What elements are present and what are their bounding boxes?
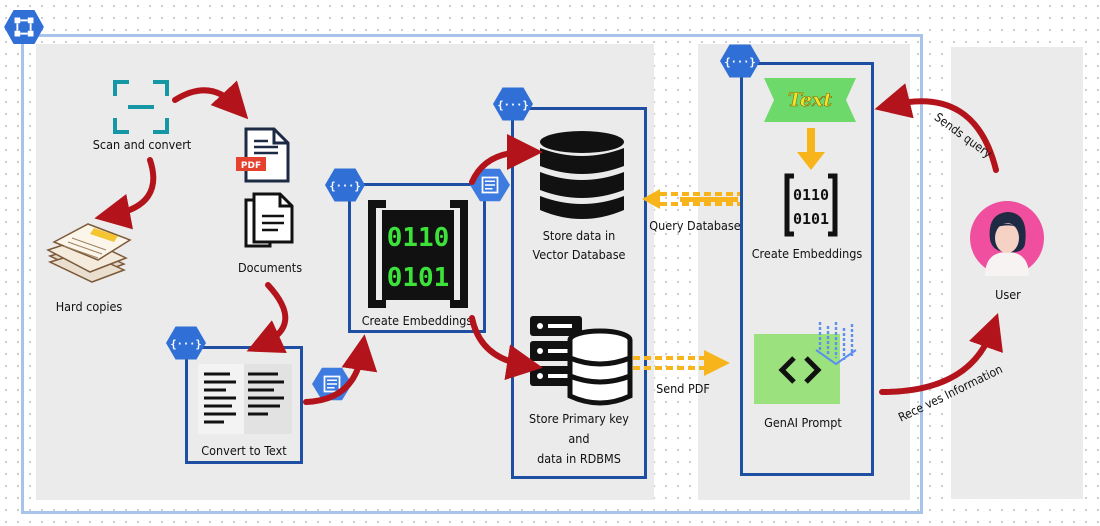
create-embeddings-right-label: Create Embeddings xyxy=(751,246,863,261)
text-banner-label: Text xyxy=(788,89,832,111)
store-vector-label-1: Store data in xyxy=(542,228,616,243)
arrow-scan-to-hardcopies xyxy=(94,157,157,230)
cloud-function-hex-icon: {···} xyxy=(325,168,365,202)
create-embeddings-left-label: Create Embeddings xyxy=(361,313,473,328)
cloud-function-hex-icon: {···} xyxy=(166,326,206,360)
binary-embedding-icon: 0110 0101 xyxy=(368,200,468,308)
hard-copies-label: Hard copies xyxy=(55,299,123,314)
arrow-documents-to-text xyxy=(246,282,289,353)
genai-prompt-icon xyxy=(754,322,857,404)
store-vector-label-2: Vector Database xyxy=(532,247,626,262)
hard-copies-icon xyxy=(46,223,132,283)
binary-bottom-text-right: 0101 xyxy=(793,210,829,228)
database-icon xyxy=(540,131,624,219)
query-database-label: Query Database xyxy=(649,218,741,233)
text-banner-icon: Text xyxy=(764,78,856,122)
text-transfer-hex-icon xyxy=(470,168,510,202)
down-arrow-icon xyxy=(797,128,825,170)
documents-label: Documents xyxy=(237,260,303,275)
store-rdbms-label-1: Store Primary key xyxy=(529,411,629,426)
store-rdbms-label-3: data in RDBMS xyxy=(537,451,621,466)
genai-box xyxy=(740,62,874,476)
convert-to-text-box xyxy=(185,346,303,464)
arrow-genai-to-user xyxy=(879,313,1003,395)
outer-frame xyxy=(21,34,923,514)
user-label: User xyxy=(995,287,1021,302)
cloud-function-hex-icon: {···} xyxy=(720,44,760,78)
workflow-icon xyxy=(4,9,44,45)
storage-box xyxy=(511,107,647,479)
documents-icon xyxy=(244,192,294,248)
binary-top-text: 0110 xyxy=(387,223,450,253)
user-avatar-icon xyxy=(970,201,1044,276)
text-document-icon xyxy=(198,364,292,434)
pipeline-panel-left xyxy=(36,44,654,500)
binary-embedding-icon: 0110 0101 xyxy=(784,173,838,237)
store-rdbms-label-2: and xyxy=(568,431,590,446)
send-pdf-label: Send PDF xyxy=(656,381,710,396)
create-embeddings-box xyxy=(348,183,486,333)
svg-text:{···}: {···} xyxy=(497,99,528,111)
svg-text:{···}: {···} xyxy=(329,180,360,192)
binary-top-text-right: 0110 xyxy=(793,186,829,204)
arrow-text-to-embeddings xyxy=(303,334,378,405)
svg-text:{···}: {···} xyxy=(724,56,755,68)
scan-icon xyxy=(113,80,169,134)
svg-text:{···}: {···} xyxy=(170,338,201,350)
genai-prompt-label: GenAI Prompt xyxy=(764,415,842,430)
binary-bottom-text: 0101 xyxy=(387,263,450,293)
pdf-badge-text: PDF xyxy=(241,161,261,171)
arrow-user-to-text xyxy=(874,83,999,173)
cloud-function-hex-icon: {···} xyxy=(493,87,533,121)
scan-and-convert-label: Scan and convert xyxy=(92,137,192,152)
arrow-embeddings-to-rdbms xyxy=(469,315,543,381)
arrow-scan-to-pdf xyxy=(172,80,249,120)
arrow-embeddings-to-vector xyxy=(469,134,543,185)
pdf-icon: PDF xyxy=(236,127,290,183)
convert-to-text-label: Convert to Text xyxy=(201,443,287,458)
